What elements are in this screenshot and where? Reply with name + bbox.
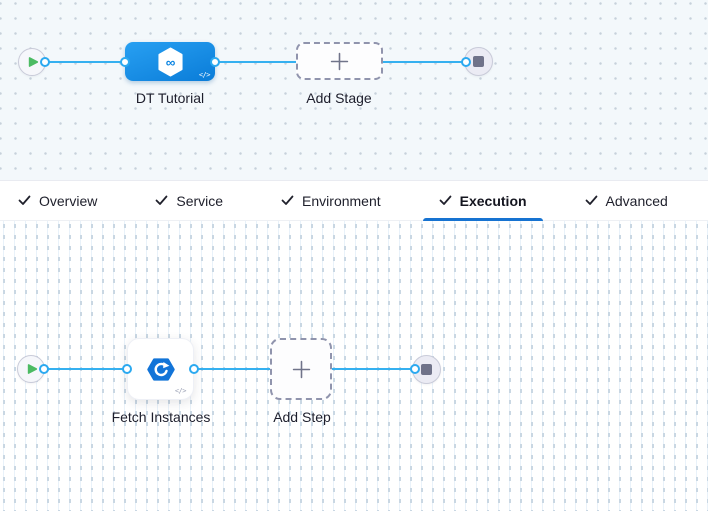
port <box>39 364 49 374</box>
code-icon: </> <box>198 71 211 79</box>
play-icon <box>28 57 38 67</box>
check-icon <box>18 195 31 205</box>
stage-connector-line <box>30 61 478 63</box>
stage-node-label: DT Tutorial <box>135 90 205 106</box>
tab-environment[interactable]: Environment <box>265 181 397 220</box>
add-step-button[interactable] <box>270 338 332 400</box>
check-icon <box>281 195 294 205</box>
tab-label: Advanced <box>605 192 668 209</box>
add-stage-button[interactable] <box>296 42 383 80</box>
port <box>120 57 130 67</box>
infinity-glyph: ∞ <box>165 54 175 69</box>
check-icon <box>155 195 168 205</box>
tab-label: Overview <box>39 192 98 209</box>
port <box>410 364 420 374</box>
tab-overview[interactable]: Overview <box>2 181 113 220</box>
tab-advanced[interactable]: Advanced <box>569 181 684 220</box>
step-node-fetch-instances[interactable]: </> <box>127 338 194 400</box>
plus-icon <box>292 360 310 378</box>
step-connector-line <box>30 368 428 370</box>
rolling-update-hexagon-icon <box>146 357 175 381</box>
tab-label: Service <box>176 192 224 209</box>
code-icon: </> <box>174 387 187 395</box>
tab-execution[interactable]: Execution <box>422 181 543 221</box>
pipeline-infinity-hexagon-icon: ∞ <box>157 47 183 76</box>
stage-graph-canvas: ∞ </> DT Tutorial Add Stage <box>0 0 708 180</box>
tab-label: Environment <box>302 192 381 209</box>
tab-service[interactable]: Service <box>139 181 239 220</box>
add-stage-label: Add Stage <box>306 90 372 106</box>
execution-graph-canvas <box>0 221 708 511</box>
port <box>122 364 132 374</box>
port <box>189 364 199 374</box>
stage-node-dt-tutorial[interactable]: ∞ </> <box>125 42 215 81</box>
port <box>210 57 220 67</box>
port <box>40 57 50 67</box>
check-icon <box>439 195 452 205</box>
play-icon <box>27 364 37 374</box>
step-node-label: Fetch Instances <box>111 409 211 425</box>
stop-square-icon <box>473 56 484 67</box>
stop-square-icon <box>421 364 432 375</box>
port <box>461 57 471 67</box>
plus-icon <box>330 52 349 70</box>
tab-label: Execution <box>459 192 527 209</box>
check-icon <box>585 195 597 205</box>
add-step-label: Add Step <box>273 409 331 425</box>
stage-config-tabbar: Overview Service Environment Execution A… <box>0 180 708 221</box>
